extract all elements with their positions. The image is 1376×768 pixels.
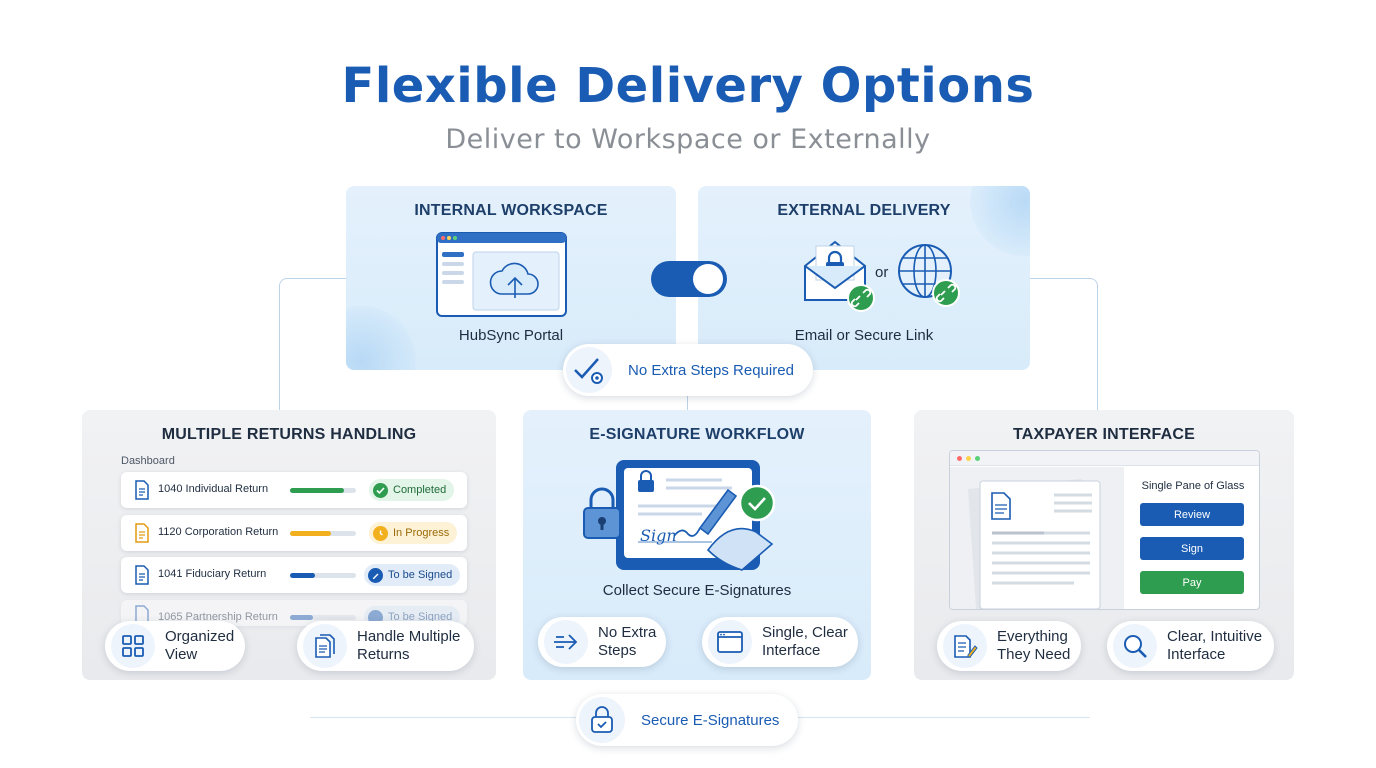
check-gear-icon (566, 347, 612, 393)
dashboard-label: Dashboard (121, 455, 175, 467)
or-text: or (875, 264, 889, 281)
feature-label-line: Steps (598, 642, 637, 659)
status-text: Completed (393, 484, 447, 496)
window-dot (966, 456, 971, 461)
window-dot (957, 456, 962, 461)
document-icon (135, 480, 149, 500)
signature-screen-illustration: Sign (583, 460, 776, 571)
return-name: 1065 Partnership Return (158, 611, 278, 623)
progress-bar (290, 531, 356, 536)
feature-label-line: Single, Clear (762, 624, 848, 641)
grid-icon (111, 624, 155, 668)
progress-bar (290, 488, 356, 493)
feature-label-line: They Need (997, 646, 1071, 663)
status-badge: In Progress (369, 522, 458, 544)
toggle-switch-icon[interactable] (650, 260, 728, 298)
status-badge: Completed (369, 479, 455, 501)
feature-label-line: Everything (997, 628, 1068, 645)
pay-button[interactable]: Pay (1140, 571, 1244, 594)
feature-label-line: Organized (165, 628, 235, 645)
globe-link-icon (898, 244, 960, 307)
browser-cloud-upload-icon (436, 232, 567, 317)
clock-icon (373, 525, 388, 541)
review-button[interactable]: Review (1140, 503, 1244, 526)
documents-icon (303, 624, 347, 668)
sign-button[interactable]: Sign (1140, 537, 1244, 560)
document-icon (135, 565, 149, 585)
feature-label-line: Interface (762, 642, 821, 659)
padlock-check-icon (579, 697, 625, 743)
window-dot (975, 456, 980, 461)
status-text: To be Signed (388, 611, 453, 623)
return-name: 1120 Corporation Return (158, 526, 279, 538)
decor-circle (970, 186, 1030, 256)
internal-workspace-heading: INTERNAL WORKSPACE (414, 202, 608, 219)
document-stack-icon (968, 479, 1101, 609)
connector-right (1030, 278, 1098, 410)
secure-esignatures-badge: Secure E-Signatures (576, 694, 798, 746)
window-titlebar (950, 451, 1259, 466)
magnifier-icon (1113, 624, 1157, 668)
progress-bar (290, 615, 356, 620)
document-icon (135, 523, 149, 543)
feature-label-line: View (165, 646, 198, 663)
taxpayer-window: Single Pane of Glass (949, 450, 1260, 610)
return-row[interactable]: 1120 Corporation Return In Progress (121, 515, 467, 551)
esignature-heading: E-SIGNATURE WORKFLOW (589, 426, 805, 443)
return-name: 1041 Fiduciary Return (158, 568, 267, 580)
return-row[interactable]: 1041 Fiduciary Return To be Signed (121, 557, 467, 593)
sign-text: Sign (640, 526, 677, 545)
window-icon (708, 620, 752, 664)
status-badge: To be Signed (364, 564, 461, 586)
external-delivery-heading: EXTERNAL DELIVERY (777, 202, 951, 219)
check-circle-icon (373, 482, 388, 498)
feature-label-line: Returns (357, 646, 410, 663)
secure-esignatures-label: Secure E-Signatures (641, 711, 780, 729)
feature-label-line: Handle Multiple (357, 628, 461, 645)
caption-hubsync: HubSync Portal (458, 327, 564, 344)
pen-icon (368, 609, 383, 625)
connector-center (687, 390, 688, 410)
external-delivery-panel: EXTERNAL DELIVERY or Email or Secure Lin… (698, 186, 1030, 370)
return-name: 1040 Individual Return (158, 483, 269, 495)
feature-label-line: Clear, Intuitive (1167, 628, 1263, 645)
no-extra-steps-label: No Extra Steps Required (628, 361, 794, 379)
envelope-lock-icon (804, 240, 875, 312)
status-text: In Progress (393, 527, 450, 539)
feature-label-line: Interface (1167, 646, 1226, 663)
arrow-right-icon (544, 620, 588, 664)
return-row[interactable]: 1040 Individual Return Completed (121, 472, 467, 508)
caption-email-link: Email or Secure Link (794, 327, 934, 344)
document-pencil-icon (943, 624, 987, 668)
taxpayer-heading: TAXPAYER INTERFACE (1013, 426, 1195, 443)
pane-title: Single Pane of Glass (1141, 480, 1245, 492)
connector-left (279, 278, 347, 410)
status-text: To be Signed (388, 569, 453, 581)
progress-bar (290, 573, 356, 578)
multiple-returns-heading: MULTIPLE RETURNS HANDLING (161, 426, 417, 443)
no-extra-steps-badge: No Extra Steps Required (563, 344, 813, 396)
feature-label-line: No Extra (598, 624, 657, 641)
page-subtitle: Deliver to Workspace or Externally (445, 124, 931, 155)
caption-collect: Collect Secure E-Signatures (602, 582, 792, 599)
pen-icon (368, 567, 383, 583)
page-title: Flexible Delivery Options (341, 58, 1035, 114)
